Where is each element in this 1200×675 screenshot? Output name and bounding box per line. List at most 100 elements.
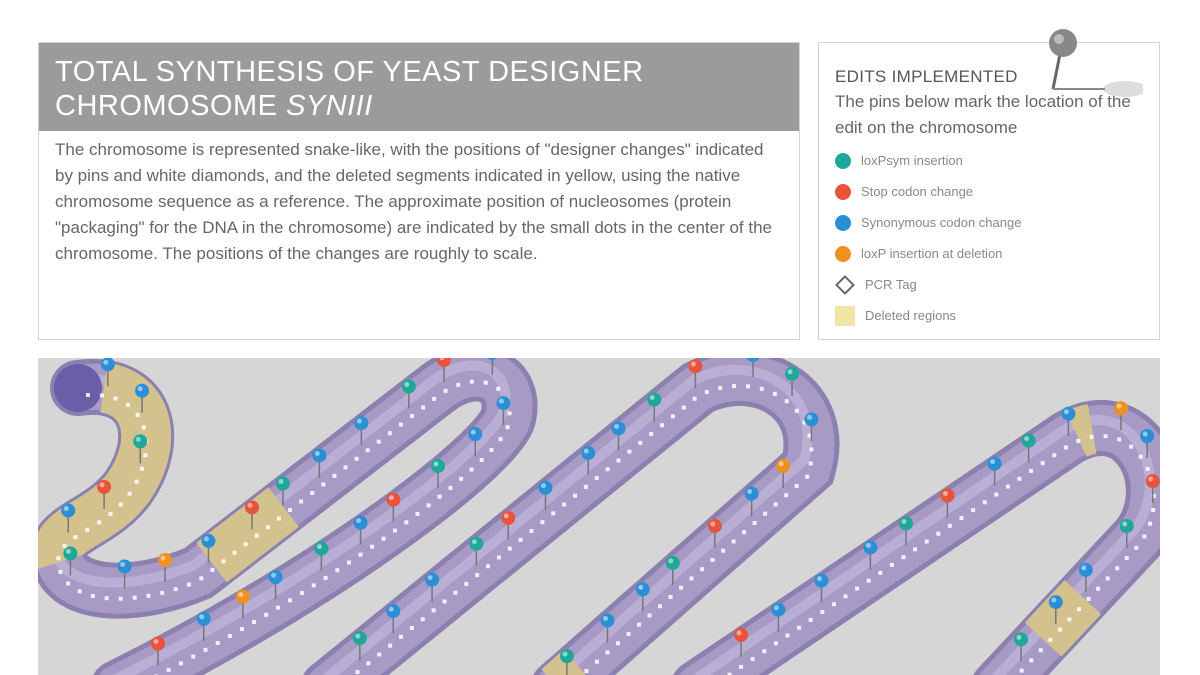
- nucleosome-dot: [498, 437, 503, 442]
- pin-head-icon: [707, 518, 722, 533]
- nucleosome-dot: [507, 546, 512, 551]
- pin-head-icon: [312, 448, 327, 463]
- blue-pin-icon: [835, 214, 851, 231]
- pin-shine: [471, 539, 477, 545]
- nucleosome-dot: [1048, 637, 1053, 642]
- nucleosome-dot: [376, 439, 381, 444]
- nucleosome-dot: [785, 633, 790, 638]
- nucleosome-dot: [486, 564, 491, 569]
- pin-shine: [865, 543, 871, 549]
- pin-shine: [356, 518, 362, 524]
- nucleosome-dot: [366, 661, 371, 666]
- nucleosome-dot: [426, 503, 431, 508]
- nucleosome-dot: [1067, 617, 1072, 622]
- nucleosome-dot: [332, 473, 337, 478]
- nucleosome-dot: [178, 661, 183, 666]
- nucleosome-dot: [721, 548, 726, 553]
- pin-head-icon: [987, 456, 1002, 471]
- pin-head-icon: [1061, 406, 1076, 421]
- nucleosome-dot: [125, 402, 130, 407]
- pin-shine: [247, 502, 253, 508]
- nucleosome-dot: [843, 594, 848, 599]
- intro-panel: TOTAL SYNTHESIS OF YEAST DESIGNER CHROMO…: [38, 42, 800, 340]
- nucleosome-dot: [415, 511, 420, 516]
- pin-head-icon: [201, 533, 216, 548]
- description: The chromosome is represented snake-like…: [55, 140, 773, 263]
- pin-head-icon: [804, 412, 819, 427]
- pin-head-icon: [386, 604, 401, 619]
- pin-shine: [690, 361, 696, 367]
- nucleosome-dot: [431, 608, 436, 613]
- nucleosome-dot: [469, 379, 474, 384]
- pin-shine: [388, 606, 394, 612]
- pin-head-icon: [63, 546, 78, 561]
- nucleosome-dot: [660, 423, 665, 428]
- nucleosome-dot: [855, 586, 860, 591]
- nucleosome-dot: [1057, 627, 1062, 632]
- pin-shine: [990, 459, 996, 465]
- pin-shine: [63, 506, 69, 512]
- pin-shine: [65, 548, 71, 554]
- nucleosome-dot: [464, 581, 469, 586]
- pin-head-icon: [581, 446, 596, 461]
- nucleosome-dot: [866, 578, 871, 583]
- nucleosome-dot: [118, 596, 123, 601]
- nucleosome-dot: [638, 440, 643, 445]
- nucleosome-dot: [540, 520, 545, 525]
- nucleosome-dot: [496, 386, 501, 391]
- nucleosome-dot: [936, 531, 941, 536]
- nucleosome-dot: [99, 393, 104, 398]
- pin-head-icon: [776, 458, 791, 473]
- nucleosome-dot: [118, 502, 123, 507]
- chromosome-arm: [679, 405, 1160, 675]
- nucleosome-dot: [141, 425, 146, 430]
- nucleosome-dot: [1076, 438, 1081, 443]
- nucleosome-dot: [878, 570, 883, 575]
- legend-item-label: Stop codon change: [861, 184, 974, 199]
- nucleosome-dot: [584, 668, 589, 673]
- deleted-region: [38, 358, 535, 675]
- pin-shine: [1063, 409, 1069, 415]
- pin-shine: [1024, 436, 1030, 442]
- nucleosome-dot: [475, 573, 480, 578]
- nucleosome-dot: [97, 520, 102, 525]
- nucleosome-dot: [354, 456, 359, 461]
- pin-shine: [602, 615, 608, 621]
- nucleosome-dot: [409, 625, 414, 630]
- nucleosome-dot: [668, 594, 673, 599]
- nucleosome-dot: [398, 422, 403, 427]
- pin-shine: [356, 418, 362, 424]
- nucleosome-dot: [448, 485, 453, 490]
- legend-item-label: PCR Tag: [865, 277, 917, 292]
- pin-shine: [583, 448, 589, 454]
- pin-head-icon: [665, 555, 680, 570]
- legend-title: EDITS IMPLEMENTED: [835, 67, 1018, 86]
- title-italic: SYNIII: [286, 90, 373, 122]
- nucleosome-dot: [1138, 454, 1143, 459]
- nucleosome-dot: [807, 433, 812, 438]
- nucleosome-dot: [805, 474, 810, 479]
- pin-head-icon: [746, 358, 760, 362]
- nucleosome-dot: [679, 585, 684, 590]
- nucleosome-dot: [335, 568, 340, 573]
- pin-head-icon: [785, 366, 800, 381]
- nucleosome-dot: [311, 583, 316, 588]
- nucleosome-dot: [507, 411, 512, 416]
- pin-head-icon: [688, 359, 703, 374]
- nucleosome-dot: [146, 593, 151, 598]
- nucleosome-dot: [808, 461, 813, 466]
- nucleosome-dot: [742, 530, 747, 535]
- nucleosome-dot: [134, 479, 139, 484]
- nucleosome-dot: [1134, 545, 1139, 550]
- pin-shine: [562, 651, 568, 657]
- pin-head-icon: [133, 434, 148, 449]
- pin-head-icon: [1114, 401, 1129, 416]
- title-line-1: TOTAL SYNTHESIS OF YEAST DESIGNER: [55, 56, 644, 88]
- nucleosome-dot: [410, 414, 415, 419]
- chromosome-highlight: [322, 365, 813, 675]
- pin-head-icon: [1119, 519, 1134, 534]
- nucleosome-dot: [959, 515, 964, 520]
- nucleosome-dot: [689, 576, 694, 581]
- nucleosome-dot: [505, 425, 510, 430]
- nucleosome-dot: [215, 640, 220, 645]
